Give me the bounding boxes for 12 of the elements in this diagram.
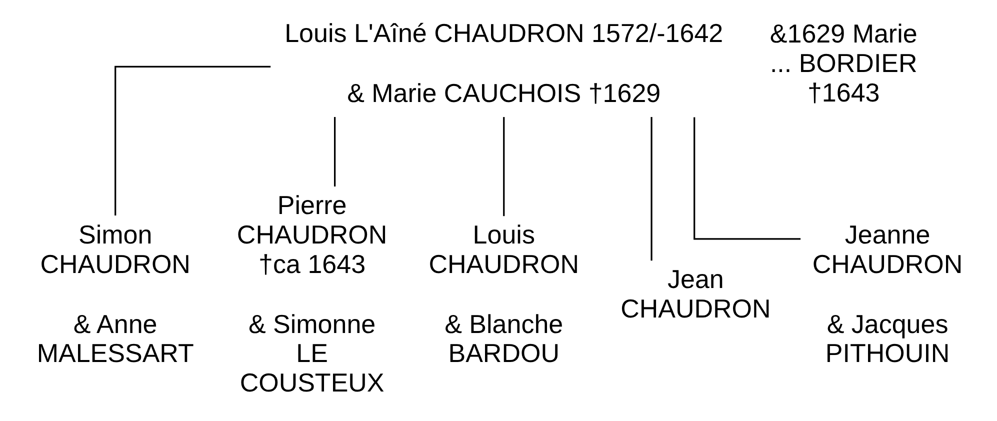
connector	[650, 117, 652, 261]
connector	[334, 117, 336, 186]
connector	[693, 117, 800, 240]
node-text: Louis CHAUDRON & Blanche BARDOU	[428, 220, 578, 368]
connector	[502, 117, 504, 216]
connector	[114, 66, 270, 216]
node-text: Simon CHAUDRON & Anne MALESSART	[36, 220, 194, 368]
node-text: Pierre CHAUDRON †ca 1643 & Simonne LE COUSTEUX	[236, 190, 387, 398]
node-text: Jeanne CHAUDRON & Jacques PITHOUIN	[812, 220, 962, 368]
label: &1629 Marie ... BORDIER †1643	[769, 18, 917, 108]
node-text: Louis L'Aîné CHAUDRON 1572/-1642 & Marie CAUCHOIS †1629	[284, 18, 723, 108]
node-text: Jean CHAUDRON	[620, 264, 770, 324]
